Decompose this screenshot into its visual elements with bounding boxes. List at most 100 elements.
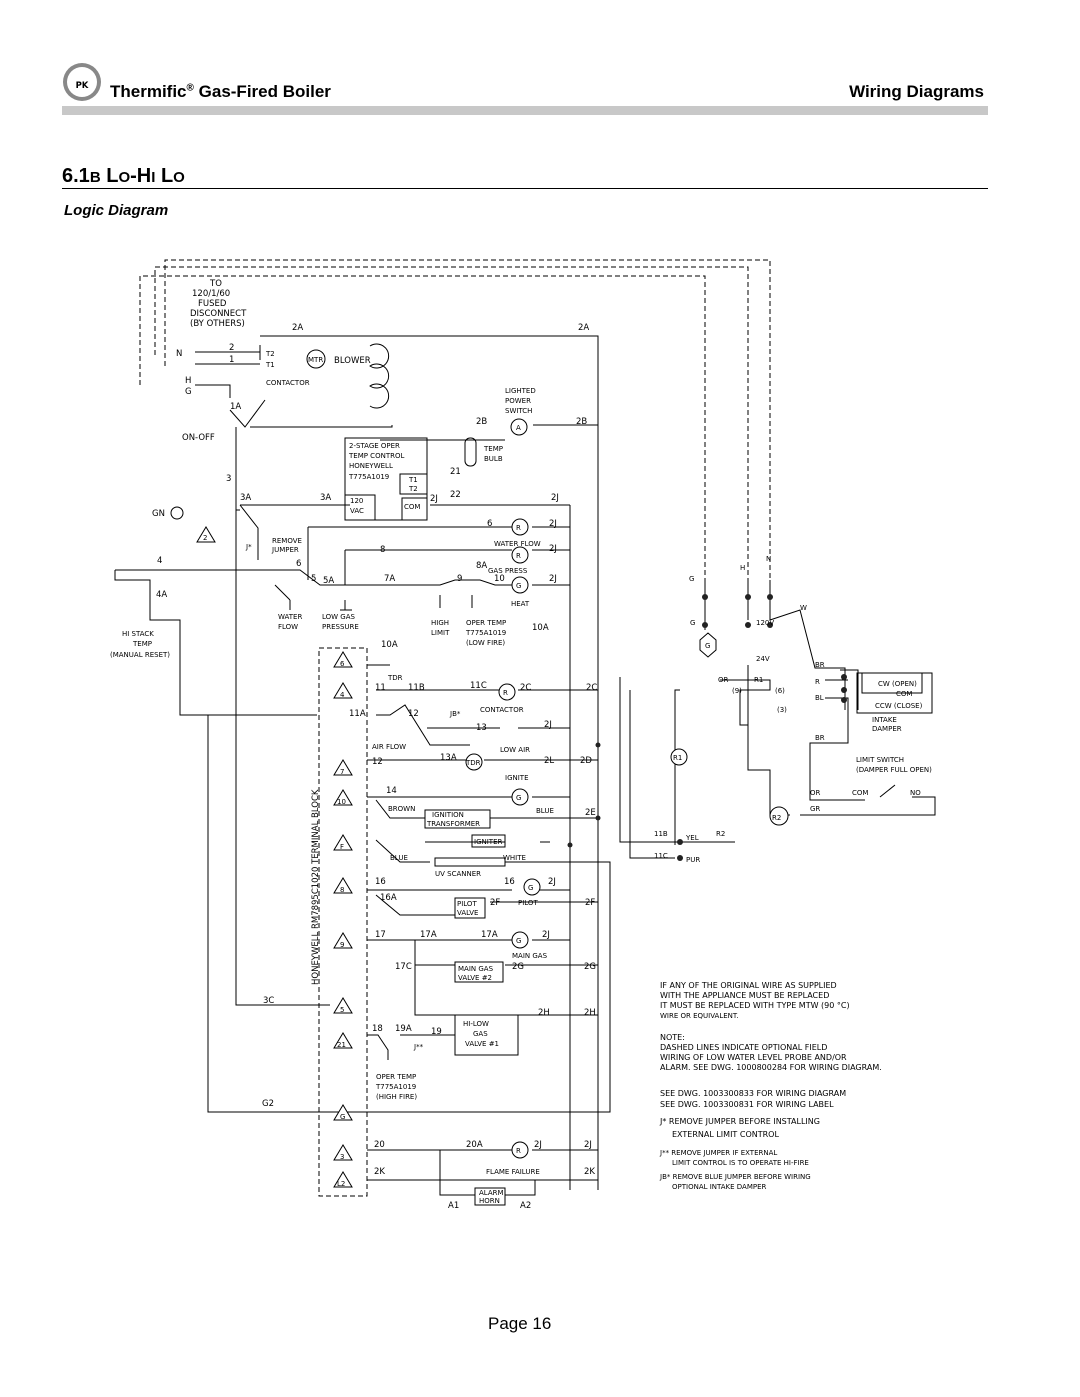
jumper-label: J*: [245, 543, 252, 551]
ignition-label: TRANSFORMER: [426, 820, 480, 828]
note-line: J** REMOVE JUMPER IF EXTERNAL: [659, 1149, 777, 1157]
heat-label: HEAT: [511, 600, 530, 608]
wire-label: BR: [815, 734, 825, 742]
wire-label: 12: [408, 709, 419, 719]
lowgas-label: PRESSURE: [322, 623, 359, 631]
cw-label: CW (OPEN): [878, 680, 917, 688]
power-label: 120/1/60: [192, 289, 230, 299]
wire-label: 1: [229, 355, 234, 365]
ignition-label: IGNITION: [432, 811, 464, 819]
wire-label: G2: [262, 1099, 274, 1109]
note-line: LIMIT CONTROL IS TO OPERATE HI-FIRE: [672, 1159, 809, 1167]
r2-label: R2: [716, 830, 725, 838]
wire-label: 2J: [542, 930, 550, 940]
pilot-label: PILOT: [518, 899, 538, 907]
blue2-label: BLUE: [390, 854, 408, 862]
tb-num: 3: [340, 1153, 344, 1161]
highlimit-label: LIMIT: [431, 629, 450, 637]
wire-label: 19: [431, 1027, 442, 1037]
wire-label: H: [740, 564, 745, 572]
wire-label: 2J: [584, 1140, 592, 1150]
wire-label: (9): [732, 687, 742, 695]
wire-label: 2F: [490, 898, 500, 908]
wire-label: 16: [375, 877, 386, 887]
opertemp-low-label: OPER TEMP: [466, 619, 506, 627]
wire-label: 2J: [549, 544, 557, 554]
tb-num: 6: [340, 660, 345, 668]
wire-label: 5: [311, 574, 316, 584]
opertemp-high-label: T775A1019: [375, 1083, 416, 1091]
wire-label: H: [185, 376, 191, 386]
wire-label: 2H: [538, 1008, 550, 1018]
tb-num: L2: [337, 1180, 345, 1188]
lighted-switch-label: POWER: [505, 397, 531, 405]
vac-label: VAC: [350, 507, 364, 515]
tb-num: 8: [340, 886, 344, 894]
section-title: 6.1B LO-HI LO: [62, 165, 185, 187]
blower-label: BLOWER: [334, 356, 371, 366]
wire-label: 2E: [585, 808, 596, 818]
wire-label: N: [766, 555, 771, 563]
jb-label: JB*: [449, 710, 461, 718]
intake-label: DAMPER: [872, 725, 902, 733]
com-damper-label: COM: [896, 690, 912, 698]
ignite-label: IGNITE: [505, 774, 529, 782]
gaspress-label: GAS PRESS: [488, 567, 528, 575]
wire-label: OR: [718, 676, 729, 684]
power-label: TO: [209, 279, 222, 289]
wire-label: N: [176, 349, 182, 359]
r1-relay-label: R1: [673, 754, 682, 762]
jumper-label: JUMPER: [271, 546, 299, 554]
contactor-label: CONTACTOR: [266, 379, 310, 387]
wire-label: 2D: [580, 756, 592, 766]
note-line: IT MUST BE REPLACED WITH TYPE MTW (90 °C…: [660, 1001, 850, 1010]
wire-label: 18: [372, 1024, 383, 1034]
waterflow-label: FLOW: [278, 623, 298, 631]
wire-label: 2J: [549, 519, 557, 529]
flamefailure-label: FLAME FAILURE: [486, 1168, 540, 1176]
wire-label: GR: [810, 805, 820, 813]
hilow-label: GAS: [473, 1030, 488, 1038]
wire-label: 2K: [584, 1167, 595, 1177]
wire-label: 8A: [476, 561, 487, 571]
histack-label: TEMP: [132, 640, 152, 648]
tb-num: 9: [340, 941, 344, 949]
wire-label: 1A: [230, 402, 241, 412]
opertemp-low-label: (LOW FIRE): [466, 639, 505, 647]
note-line: OPTIONAL INTAKE DAMPER: [672, 1183, 767, 1191]
wire-label: 10: [494, 574, 505, 584]
wire-label: (3): [777, 706, 787, 714]
wire-label: 12: [372, 757, 383, 767]
tb-num: G: [340, 1113, 345, 1121]
stage-control-label: TEMP CONTROL: [348, 452, 404, 460]
wire-label: 13A: [440, 753, 457, 763]
wire-label: 2L: [544, 756, 554, 766]
wire-label: ON-OFF: [182, 433, 215, 443]
wire-label: 2J: [549, 574, 557, 584]
limit-switch-label: (DAMPER FULL OPEN): [856, 766, 932, 774]
maingas-valve-label: VALVE #2: [458, 974, 492, 982]
subtitle: Logic Diagram: [64, 202, 169, 219]
waterflow-relay-label: WATER FLOW: [494, 540, 541, 548]
wire-label: 21: [450, 467, 461, 477]
opertemp-low-label: T775A1019: [465, 629, 506, 637]
wire-label: 11A: [349, 709, 366, 719]
wire-label: 2J: [534, 1140, 542, 1150]
ccw-label: CCW (CLOSE): [875, 702, 923, 710]
hilow-label: VALVE #1: [465, 1040, 499, 1048]
wire-label: 11: [375, 683, 386, 693]
r2-relay-label: R2: [772, 814, 781, 822]
wire-label: 17A: [481, 930, 498, 940]
opertemp-high-label: (HIGH FIRE): [376, 1093, 417, 1101]
airflow-label: AIR FLOW: [372, 743, 406, 751]
page-number: Page 16: [488, 1314, 552, 1333]
wire-label: 3A: [240, 493, 251, 503]
wire-label: OR: [810, 789, 821, 797]
tb-num: 5: [340, 1006, 344, 1014]
wire-label: 2J: [548, 877, 556, 887]
header-section: Wiring Diagrams: [849, 82, 984, 101]
white-label: WHITE: [503, 854, 526, 862]
wire-label: 4: [157, 556, 162, 566]
wire-label: BL: [815, 694, 824, 702]
section-rule: [62, 188, 988, 189]
